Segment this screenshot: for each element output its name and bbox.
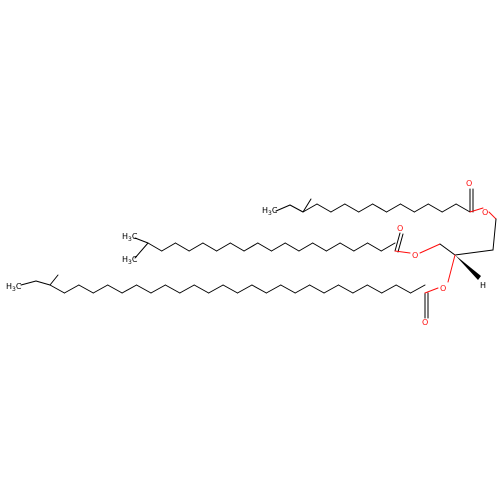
- carbonyl1-oxygen-label: O: [466, 179, 472, 188]
- chain2-bond: [353, 242, 369, 252]
- chain1-bond: [441, 203, 457, 213]
- backbone-bond: [492, 218, 497, 251]
- chain1-bond: [316, 203, 332, 213]
- chain3-bond: [251, 284, 267, 294]
- stereo-hydrogen-label: H: [480, 281, 486, 290]
- methyl-label-chain1: H3C: [262, 206, 278, 217]
- chain1-bond: [399, 203, 415, 213]
- chain2-bond: [202, 242, 218, 252]
- chain2-bond: [312, 242, 327, 252]
- ester3-bond: [447, 254, 456, 283]
- chain2-bond: [147, 242, 163, 252]
- chain2-bond: [284, 242, 300, 252]
- chain3-bond: [193, 284, 210, 294]
- chain2-bond: [188, 242, 204, 252]
- chain2-bond: [298, 242, 314, 252]
- chain1-bond: [289, 204, 304, 213]
- ester3-bond: [424, 287, 439, 294]
- chain1-bond: [372, 203, 388, 213]
- chain3-terminal-bond: [20, 280, 37, 286]
- ester2-bond: [394, 250, 411, 254]
- chain1-terminal-bond: [275, 204, 291, 212]
- methyl-label-chain2-top: H3C: [122, 232, 138, 243]
- chain3-bond: [410, 284, 426, 294]
- chain2-bond: [380, 242, 396, 252]
- chain3-bond: [49, 284, 65, 294]
- chain3-branch-bond: [49, 274, 59, 286]
- chain1-bond: [413, 203, 429, 213]
- chain1-bond: [427, 203, 443, 213]
- chain3-bond: [63, 284, 80, 294]
- ester1-bond: [469, 207, 484, 213]
- bond-lines: [20, 188, 497, 319]
- chain3-bond: [179, 284, 195, 294]
- chain3-bond: [222, 284, 238, 294]
- chain2-bond: [243, 242, 259, 252]
- chain1-bond: [386, 203, 401, 213]
- chain3-bond: [323, 284, 339, 294]
- chain3-bond: [136, 284, 152, 294]
- chain3-bond: [121, 284, 138, 294]
- chain2-bond: [367, 242, 382, 252]
- ester3-oxygen-label: O: [440, 284, 446, 293]
- chain2-bond: [229, 242, 245, 252]
- chain3-bond: [237, 284, 253, 294]
- chain3-bond: [395, 284, 412, 294]
- chain3-bond: [337, 284, 354, 294]
- chain2-bond: [161, 242, 176, 252]
- carbonyl2-double-bond: [397, 233, 404, 253]
- chain2-bond: [216, 242, 231, 252]
- chain2-bond: [271, 242, 286, 252]
- chain1-bond: [455, 203, 471, 213]
- chain3-bond: [150, 284, 166, 294]
- stereo-wedge: [455, 255, 481, 280]
- backbone-bond: [454, 249, 494, 256]
- chain2-bond: [257, 242, 272, 252]
- chain2-bond: [339, 242, 355, 252]
- chain3-bond: [265, 284, 282, 294]
- chain3-bond: [35, 280, 51, 286]
- chain2-branch-bond: [134, 237, 149, 244]
- methyl-label-chain3: H3C: [6, 282, 22, 293]
- chain3-bond: [309, 284, 325, 294]
- chain1-bond: [302, 203, 318, 213]
- ester2-bond: [419, 243, 441, 254]
- chain3-bond: [381, 284, 397, 294]
- carbonyl2-bond: [394, 232, 401, 252]
- chain1-bond: [358, 203, 374, 213]
- carbonyl2-oxygen-label: O: [397, 224, 403, 233]
- chain3-bond: [92, 284, 109, 294]
- chain1-bond: [344, 203, 360, 213]
- chain3-bond: [208, 284, 224, 294]
- ester1-oxygen-label: O: [482, 208, 488, 217]
- ester1-bond: [488, 211, 497, 220]
- ester2-oxygen-label: O: [412, 251, 418, 260]
- chain3-bond: [366, 284, 383, 294]
- chain1-branch-bond: [302, 198, 312, 213]
- chain3-bond: [280, 284, 296, 294]
- chain3-bond: [78, 284, 94, 294]
- atom-labels: H3C H3C H3C H3C O O O O O O H: [6, 179, 488, 327]
- chain2-branch-bond: [134, 242, 149, 259]
- chain3-bond: [164, 284, 181, 294]
- chain3-bond: [107, 284, 123, 294]
- chain2-bond: [325, 242, 341, 252]
- methyl-label-chain2-bottom: H3C: [122, 255, 138, 266]
- carbonyl3-oxygen-label: O: [422, 318, 428, 327]
- chain2-bond: [174, 242, 190, 252]
- chain3-bond: [294, 284, 311, 294]
- backbone-bond: [439, 243, 456, 256]
- chain3-bond: [352, 284, 368, 294]
- chain1-bond: [330, 203, 346, 213]
